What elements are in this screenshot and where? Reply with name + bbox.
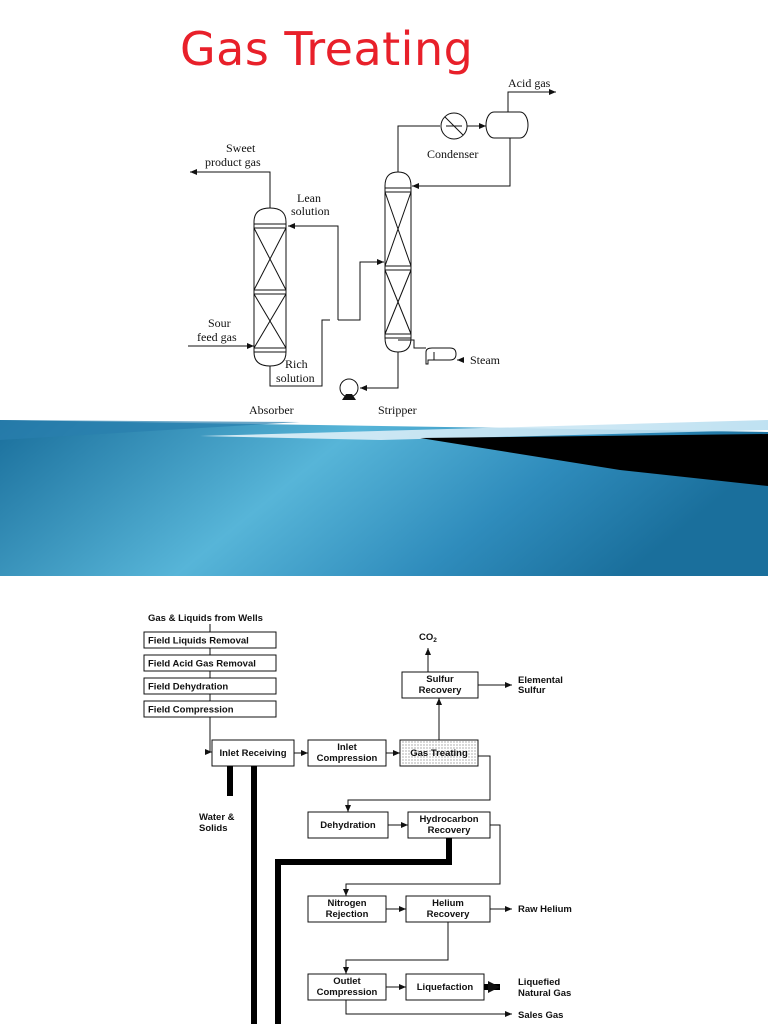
sulfur-recovery-label-1: Sulfur — [426, 674, 454, 685]
helium-recovery-label-1: Helium — [432, 898, 464, 909]
reflux-line — [412, 138, 511, 189]
source-label: Gas & Liquids from Wells — [148, 613, 263, 624]
elemental-sulfur-label-2: Sulfur — [518, 685, 546, 696]
lean-solution-label-2: solution — [291, 204, 330, 218]
liquefaction-box — [405, 973, 485, 1001]
inlet-compression-label-1: Inlet — [337, 742, 357, 753]
field-step-label-1: Field Liquids Removal — [148, 636, 249, 647]
inlet-receiving-label: Inlet Receiving — [219, 748, 286, 759]
condenser-label: Condenser — [427, 147, 478, 161]
gas-processing-flow-diagram: Gas & Liquids from Wells Field Liquids R… — [143, 613, 572, 1024]
field-step-label-2: Field Acid Gas Removal — [148, 659, 256, 670]
gas-treating-box — [399, 739, 479, 767]
liquefaction-label: Liquefaction — [417, 982, 474, 993]
acid-gas-label: Acid gas — [508, 76, 551, 90]
hydrocarbon-recovery-label-2: Recovery — [428, 825, 471, 836]
hydrocarbon-recovery-box — [407, 811, 491, 839]
dehydration-box — [307, 811, 389, 839]
gas-treating-label: Gas Treating — [410, 748, 468, 759]
sales-gas-label: Sales Gas — [518, 1010, 563, 1021]
sour-feed-label-2: feed gas — [197, 330, 237, 344]
inlet-receiving-box — [211, 739, 295, 767]
elemental-sulfur-label-1: Elemental — [518, 675, 563, 686]
absorber-label: Absorber — [249, 403, 294, 417]
helium-recovery-label-2: Recovery — [427, 909, 470, 920]
outlet-compression-label-2: Compression — [317, 987, 378, 998]
absorber-column — [253, 207, 287, 367]
hydrocarbon-recovery-label-1: Hydrocarbon — [419, 814, 478, 825]
sweet-gas-label-1: Sweet — [226, 141, 256, 155]
reboiler-vapor-line — [398, 339, 426, 349]
lng-label-1: Liquefied — [518, 977, 560, 988]
steam-label: Steam — [470, 353, 501, 367]
reflux-drum-icon — [485, 111, 529, 139]
nitrogen-rejection-box — [307, 895, 387, 923]
slide-title: Gas Treating — [180, 22, 474, 76]
lean-solution-line — [288, 223, 339, 320]
amine-process-diagram: Acid gas Condenser Sweet product gas Lea… — [188, 76, 556, 417]
sulfur-recovery-label-2: Recovery — [419, 685, 462, 696]
rich-solution-line — [269, 319, 330, 387]
lean-solution-label-1: Lean — [297, 191, 321, 205]
rich-to-stripper-line — [338, 259, 384, 321]
inlet-compression-label-2: Compression — [317, 753, 378, 764]
ngl-line — [275, 838, 452, 1024]
overhead-line — [397, 125, 440, 172]
nitrogen-rejection-label-2: Rejection — [326, 909, 369, 920]
outlet-compression-box — [307, 973, 387, 1001]
field-step-label-4: Field Compression — [148, 705, 234, 716]
acid-gas-line — [507, 89, 556, 112]
decorative-band — [0, 420, 768, 576]
co2-label: CO2 — [419, 632, 437, 644]
dehydration-label: Dehydration — [320, 820, 376, 831]
inlet-compression-box — [307, 739, 387, 767]
field-steps: Field Liquids Removal Field Acid Gas Rem… — [143, 631, 277, 718]
reboiler-icon — [425, 347, 457, 365]
pump-icon — [339, 378, 359, 400]
water-solids-label-1: Water & — [199, 812, 235, 823]
stripper-label: Stripper — [378, 403, 417, 417]
field-step-label-3: Field Dehydration — [148, 682, 228, 693]
sulfur-recovery-box — [401, 671, 479, 699]
outlet-compression-label-1: Outlet — [333, 976, 361, 987]
lean-from-stripper-line — [360, 352, 399, 391]
sweet-gas-label-2: product gas — [205, 155, 261, 169]
sour-feed-label-1: Sour — [208, 316, 231, 330]
nitrogen-rejection-label-1: Nitrogen — [327, 898, 366, 909]
condenser-icon — [440, 112, 468, 140]
water-solids-label-2: Solids — [199, 823, 228, 834]
raw-helium-label: Raw Helium — [518, 904, 572, 915]
rich-solution-label-2: solution — [276, 371, 315, 385]
rich-solution-label-1: Rich — [285, 357, 308, 371]
lng-label-2: Natural Gas — [518, 988, 571, 999]
sweet-gas-line — [190, 169, 271, 208]
stripper-column — [384, 171, 412, 353]
